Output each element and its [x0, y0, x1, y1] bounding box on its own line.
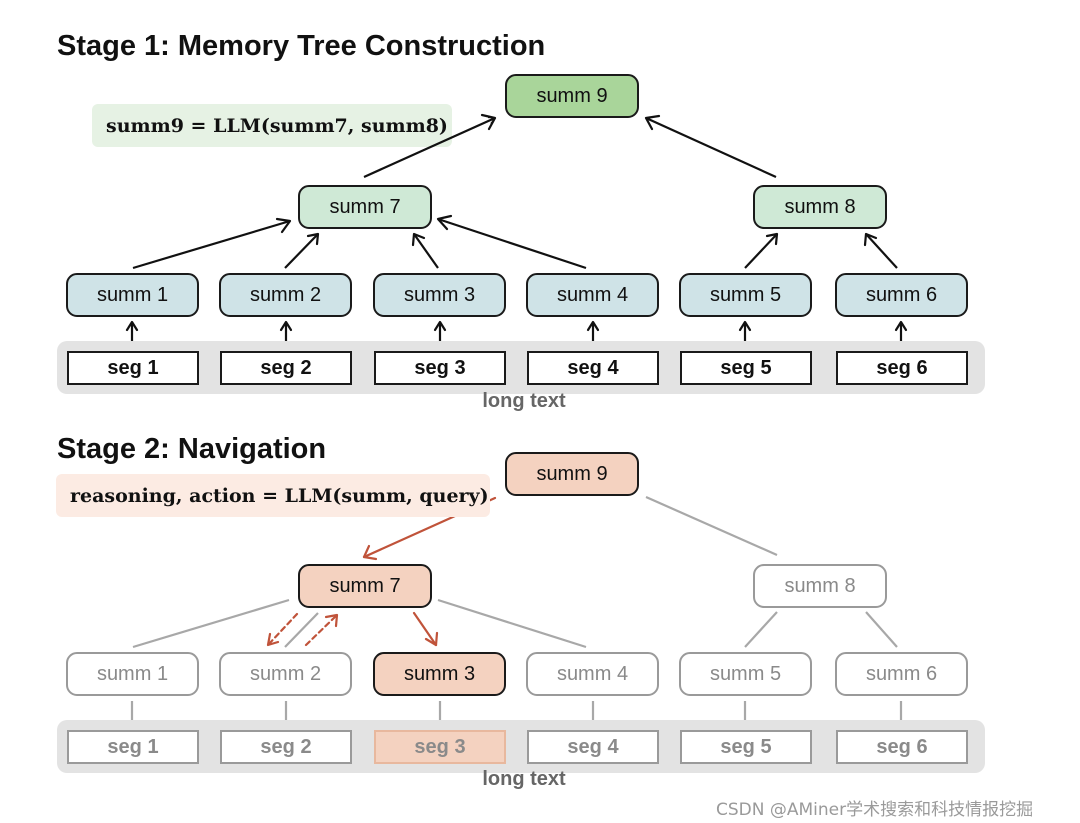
stage2-seg4: seg 4 [527, 730, 659, 764]
arrowhead [275, 217, 292, 234]
stage1-seg4: seg 4 [527, 351, 659, 385]
edge2-summ8-summ5 [744, 611, 778, 648]
stage2-summ1-node: summ 1 [66, 652, 199, 696]
edge-summ1-summ7 [132, 219, 291, 270]
stage2-summ4-node: summ 4 [526, 652, 659, 696]
stage1-long-text-label: long text [482, 390, 566, 412]
stage2-seg2: seg 2 [220, 730, 352, 764]
stage1-long-text-band [57, 341, 985, 394]
stage1-seg2: seg 2 [220, 351, 352, 385]
arrowhead [644, 114, 661, 131]
stage2-summ5-node: summ 5 [679, 652, 812, 696]
edge-summ3-summ7 [413, 233, 439, 269]
arrowhead [738, 320, 752, 332]
edge-summ5-summ8 [744, 233, 778, 269]
stage2-title: Stage 2: Navigation [57, 433, 327, 465]
nav-summ7-summ3 [412, 611, 438, 647]
arrowhead [863, 232, 878, 247]
stage2-summ2-node: summ 2 [219, 652, 352, 696]
edge2-summ7-summ1 [132, 598, 290, 649]
stage1-summ5-node: summ 5 [679, 273, 812, 317]
edge-summ2-summ7 [284, 233, 319, 269]
stage2-seg3: seg 3 [374, 730, 506, 764]
stage1-summ7-node: summ 7 [298, 185, 432, 229]
arrowhead [411, 232, 426, 247]
arrowhead [433, 320, 447, 332]
arrowhead [894, 320, 908, 332]
stage2-seg1: seg 1 [67, 730, 199, 764]
stage1-summ9-node: summ 9 [505, 74, 639, 118]
stage1-summ1-node: summ 1 [66, 273, 199, 317]
edge2-summ8-summ6 [865, 611, 898, 648]
arrowhead [436, 214, 453, 231]
stage1-summ8-node: summ 8 [753, 185, 887, 229]
stage1-title: Stage 1: Memory Tree Construction [57, 30, 546, 62]
watermark: CSDN @AMiner学术搜索和科技情报挖掘 [716, 800, 1034, 820]
arrowhead [362, 544, 378, 561]
edge-summ7-summ9 [363, 118, 495, 179]
stage1-seg5: seg 5 [680, 351, 812, 385]
nav-summ7-summ2-explore [304, 613, 339, 647]
stage2-seg6: seg 6 [836, 730, 968, 764]
arrowhead [125, 320, 139, 332]
arrowhead [306, 232, 320, 246]
edge-summ8-summ9 [645, 116, 777, 179]
arrowhead [266, 632, 280, 647]
stage2-long-text-band [57, 720, 985, 773]
nav-summ2-summ7-back [266, 612, 299, 647]
arrowhead [765, 232, 779, 246]
stage2-formula: reasoning, action = LLM(summ, query) [56, 474, 490, 517]
arrowhead [424, 631, 439, 647]
stage1-formula: summ9 = LLM(summ7, summ8) [92, 104, 452, 147]
stage1-summ2-node: summ 2 [219, 273, 352, 317]
edge-summ4-summ7 [437, 217, 587, 270]
edge2-summ9-summ8 [645, 495, 778, 557]
stage2-long-text-label: long text [482, 768, 566, 790]
stage1-seg1: seg 1 [67, 351, 199, 385]
arrowhead [279, 320, 293, 332]
stage1-summ4-node: summ 4 [526, 273, 659, 317]
stage1-summ3-node: summ 3 [373, 273, 506, 317]
stage2-summ8-node: summ 8 [753, 564, 887, 608]
arrowhead [586, 320, 600, 332]
stage2-summ7-node: summ 7 [298, 564, 432, 608]
stage1-seg6: seg 6 [836, 351, 968, 385]
arrowhead [324, 613, 339, 628]
edge2-summ7-summ2 [284, 612, 319, 648]
edge2-summ7-summ4 [437, 598, 587, 649]
stage1-seg3: seg 3 [374, 351, 506, 385]
stage2-seg5: seg 5 [680, 730, 812, 764]
stage2-summ9-node: summ 9 [505, 452, 639, 496]
arrowhead [480, 113, 497, 131]
stage2-summ6-node: summ 6 [835, 652, 968, 696]
stage1-summ6-node: summ 6 [835, 273, 968, 317]
edge-summ6-summ8 [865, 233, 898, 269]
stage2-summ3-node: summ 3 [373, 652, 506, 696]
